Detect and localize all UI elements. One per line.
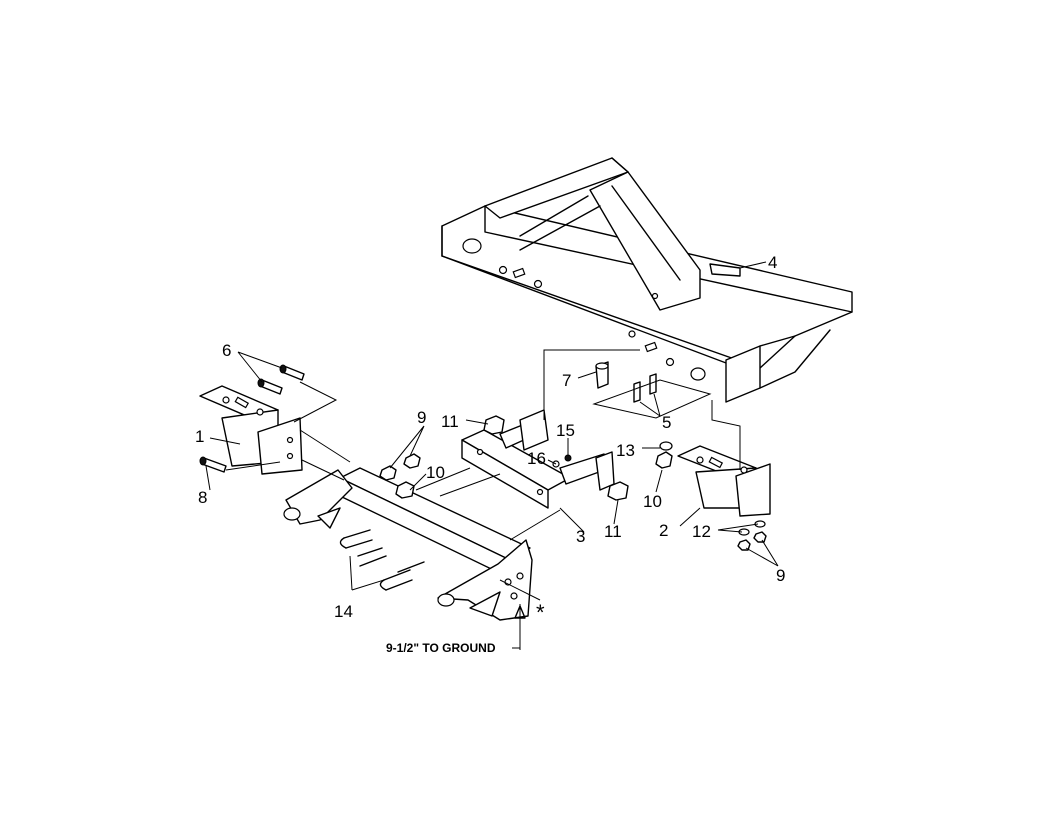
label-4: 4 <box>768 253 777 272</box>
u-bolts <box>339 529 425 591</box>
ground-note-leader <box>512 640 521 649</box>
label-5: 5 <box>662 413 671 432</box>
label-15: 15 <box>556 421 575 440</box>
label-16: 16 <box>527 449 546 468</box>
label-6: 6 <box>222 341 231 360</box>
label-9-left: 9 <box>417 408 426 427</box>
label-12: 12 <box>692 522 711 541</box>
part-labels: 6 1 8 9 10 11 15 16 3 11 13 10 2 12 9 4 … <box>195 253 785 655</box>
label-1: 1 <box>195 427 204 446</box>
label-7: 7 <box>562 371 571 390</box>
label-10-right: 10 <box>643 492 662 511</box>
vehicle-frame <box>441 157 853 403</box>
label-8: 8 <box>198 488 207 507</box>
label-13: 13 <box>616 441 635 460</box>
asterisk-mark: * <box>536 600 545 625</box>
label-11-left: 11 <box>441 412 459 431</box>
ground-clearance-note: 9-1/2" TO GROUND <box>386 641 496 655</box>
label-3: 3 <box>576 527 585 546</box>
leader-lines <box>205 261 779 601</box>
crossbar-assembly <box>283 409 615 621</box>
label-11-right: 11 <box>604 522 622 541</box>
label-10-left: 10 <box>426 463 445 482</box>
bracket-1 <box>199 385 303 475</box>
label-2: 2 <box>659 521 668 540</box>
label-14: 14 <box>334 602 353 621</box>
label-9-right: 9 <box>776 566 785 585</box>
bracket-2 <box>677 445 771 517</box>
